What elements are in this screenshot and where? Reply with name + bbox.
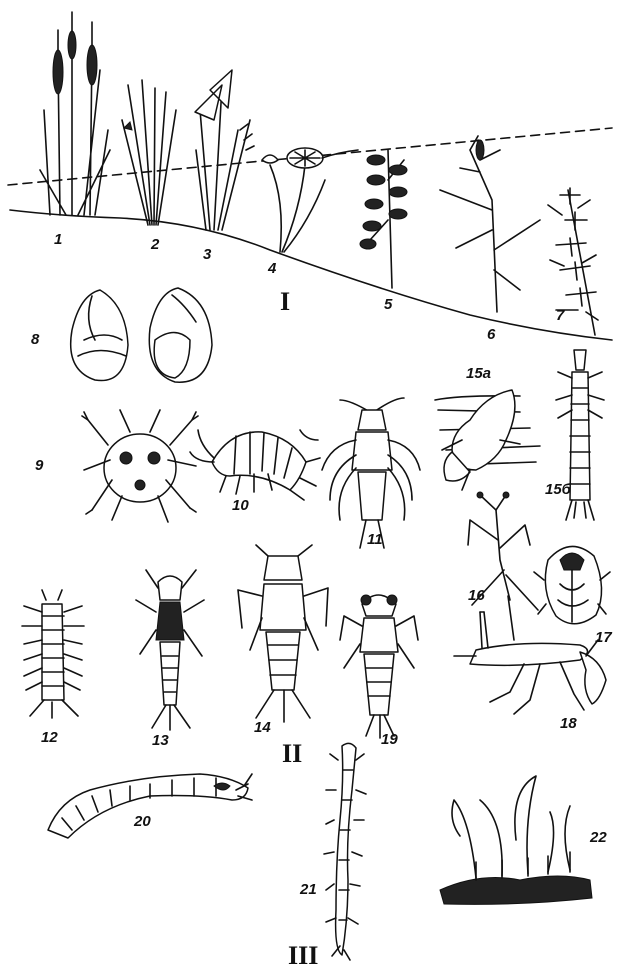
rush-plant	[122, 80, 176, 225]
damselfly-nymph	[340, 595, 418, 738]
water-lily-plant	[262, 148, 358, 252]
label-1: 1	[54, 231, 62, 248]
label-22: 22	[589, 829, 607, 846]
water-bug	[534, 546, 610, 623]
label-6: 6	[487, 326, 496, 343]
label-19: 19	[381, 731, 398, 748]
fly-larva	[22, 590, 84, 718]
label-8: 8	[31, 331, 40, 348]
dragonfly-nymph	[238, 545, 328, 722]
stonefly-nymph	[322, 398, 420, 548]
label-16: 16	[468, 587, 485, 604]
arrowhead-plant	[195, 70, 254, 230]
label-18: 18	[560, 715, 577, 732]
label-7: 7	[556, 307, 565, 324]
label-11: 11	[367, 531, 383, 548]
label-14: 14	[254, 719, 271, 736]
zone-label-iii: III	[288, 941, 318, 966]
label-12: 12	[41, 729, 58, 746]
zone-label-ii: II	[282, 739, 302, 768]
label-15b: 15б	[545, 481, 572, 498]
zone-label-i: I	[280, 287, 290, 316]
label-3: 3	[203, 246, 212, 263]
label-5: 5	[384, 296, 393, 313]
label-13: 13	[152, 732, 169, 749]
pondweed-plant	[360, 150, 407, 288]
label-2: 2	[150, 236, 160, 253]
water-beetle-at-surface	[435, 390, 540, 490]
water-mite	[82, 410, 198, 522]
water-measurer	[468, 492, 538, 640]
label-21: 21	[299, 881, 317, 898]
hornwort-plant	[440, 136, 540, 312]
water-scorpion	[454, 612, 606, 714]
label-10: 10	[232, 497, 249, 514]
amphipod	[190, 430, 320, 500]
tube-worms	[440, 776, 592, 904]
label-17: 17	[595, 629, 612, 646]
label-20: 20	[133, 813, 151, 830]
mayfly-nymph	[136, 570, 204, 730]
tubificid-worm	[324, 743, 366, 960]
pond-snail-shells	[71, 288, 212, 382]
label-9: 9	[35, 457, 44, 474]
label-15a: 15а	[466, 365, 491, 382]
cattail-plant	[40, 12, 110, 215]
label-4: 4	[267, 260, 277, 277]
